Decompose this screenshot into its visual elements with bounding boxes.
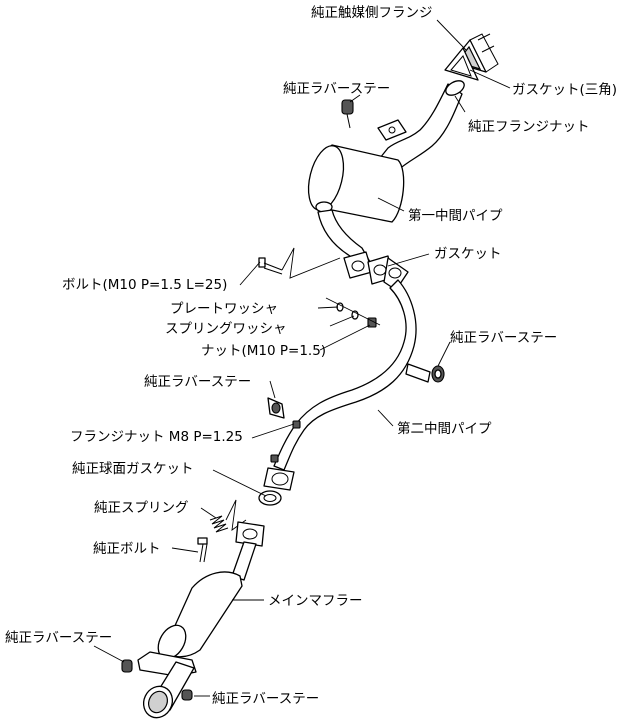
bolt [258, 257, 283, 275]
label-nut: ナット(M10 P=1.5) [201, 343, 326, 359]
label-gasket-triangle: ガスケット(三角) [512, 82, 617, 98]
second-mid-pipe [263, 257, 445, 491]
label-spring: 純正スプリング [94, 500, 189, 516]
label-bolt: ボルト(M10 P=1.5 L=25) [62, 277, 227, 293]
first-mid-pipe [307, 33, 499, 279]
label-rubber-stay-right: 純正ラバーステー [450, 330, 557, 346]
labels: 純正触媒側フランジ ガスケット(三角) 純正フランジナット 純正ラバーステー 第… [5, 5, 617, 707]
label-rubber-stay-mid: 純正ラバーステー [144, 374, 251, 390]
label-gasket: ガスケット [434, 246, 502, 262]
label-oem-bolt: 純正ボルト [93, 541, 161, 557]
rubber-stay-left [121, 659, 133, 673]
label-main-muffler: メインマフラー [268, 593, 363, 609]
label-rubber-stay-bottom: 純正ラバーステー [212, 691, 319, 707]
rubber-stay-mid [267, 397, 285, 419]
label-second-mid-pipe: 第二中間パイプ [397, 420, 492, 437]
oem-bolt [197, 537, 208, 563]
leader-lines [93, 19, 511, 697]
label-cat-flange: 純正触媒側フランジ [311, 5, 433, 21]
label-rubber-stay-top: 純正ラバーステー [283, 81, 390, 97]
label-flange-nut-top: 純正フランジナット [468, 119, 590, 135]
label-flange-nut-m8: フランジナット M8 P=1.25 [70, 429, 243, 445]
label-ball-gasket: 純正球面ガスケット [72, 461, 194, 477]
label-plate-washer: プレートワッシャ [170, 301, 278, 317]
rubber-stay-top [341, 99, 354, 129]
ball-gasket [258, 490, 282, 506]
main-muffler [137, 521, 265, 719]
spring [209, 515, 229, 533]
rubber-stay-right [431, 365, 445, 383]
label-rubber-stay-left: 純正ラバーステー [5, 630, 112, 646]
rubber-stay-bottom [181, 689, 193, 701]
label-spring-washer: スプリングワッシャ [165, 321, 287, 337]
label-first-mid-pipe: 第一中間パイプ [408, 207, 503, 224]
triangle-gasket [444, 47, 479, 81]
